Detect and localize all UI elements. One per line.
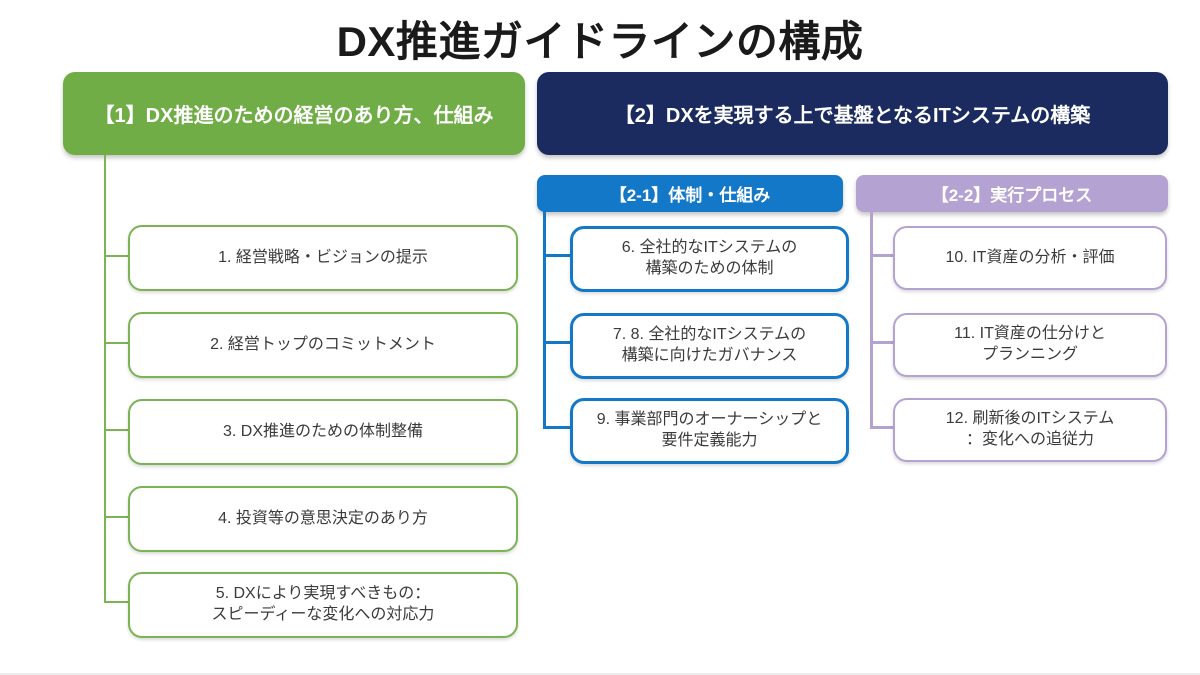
node-12-post-renewal-adaptability: 12. 刷新後のITシステム ：変化への追従力 xyxy=(893,398,1167,462)
connector-green-stub-5 xyxy=(104,601,130,603)
connector-green-vertical xyxy=(104,155,106,603)
connector-purple-stub-3 xyxy=(870,426,894,429)
connector-green-stub-2 xyxy=(104,342,130,344)
node-5-speedy-adaptability: 5. DXにより実現すべきもの： スピーディーな変化への対応力 xyxy=(128,572,518,638)
connector-purple-stub-2 xyxy=(870,341,894,344)
node-10-it-asset-analysis: 10. IT資産の分析・評価 xyxy=(893,226,1167,290)
connector-purple-stub-1 xyxy=(870,254,894,257)
connector-blue-stub-2 xyxy=(543,341,571,344)
node-7-8-it-governance: 7. 8. 全社的なITシステムの 構築に向けたガバナンス xyxy=(570,313,849,379)
connector-green-stub-4 xyxy=(104,516,130,518)
section2-1-subheader: 【2-1】体制・仕組み xyxy=(537,175,843,212)
connector-purple-vertical xyxy=(870,211,873,429)
connector-blue-vertical xyxy=(543,211,546,429)
section2-header: 【2】DXを実現する上で基盤となるITシステムの構築 xyxy=(537,72,1168,155)
node-6-companywide-it-structure: 6. 全社的なITシステムの 構築のための体制 xyxy=(570,226,849,292)
page-title: DX推進ガイドラインの構成 xyxy=(336,18,864,65)
connector-green-stub-1 xyxy=(104,255,130,257)
connector-blue-stub-3 xyxy=(543,426,571,429)
connector-green-stub-3 xyxy=(104,429,130,431)
node-2-top-management-commitment: 2. 経営トップのコミットメント xyxy=(128,312,518,378)
node-3-dx-promotion-structure: 3. DX推進のための体制整備 xyxy=(128,399,518,465)
section1-header: 【1】DX推進のための経営のあり方、仕組み xyxy=(63,72,525,155)
section2-2-subheader: 【2-2】実行プロセス xyxy=(856,175,1168,212)
slide-bottom-edge xyxy=(0,673,1200,675)
node-1-management-strategy-vision: 1. 経営戦略・ビジョンの提示 xyxy=(128,225,518,291)
connector-blue-stub-1 xyxy=(543,254,571,257)
node-9-business-ownership: 9. 事業部門のオーナーシップと 要件定義能力 xyxy=(570,398,849,464)
node-4-investment-decision-making: 4. 投資等の意思決定のあり方 xyxy=(128,486,518,552)
node-11-it-asset-planning: 11. IT資産の仕分けと プランニング xyxy=(893,313,1167,377)
